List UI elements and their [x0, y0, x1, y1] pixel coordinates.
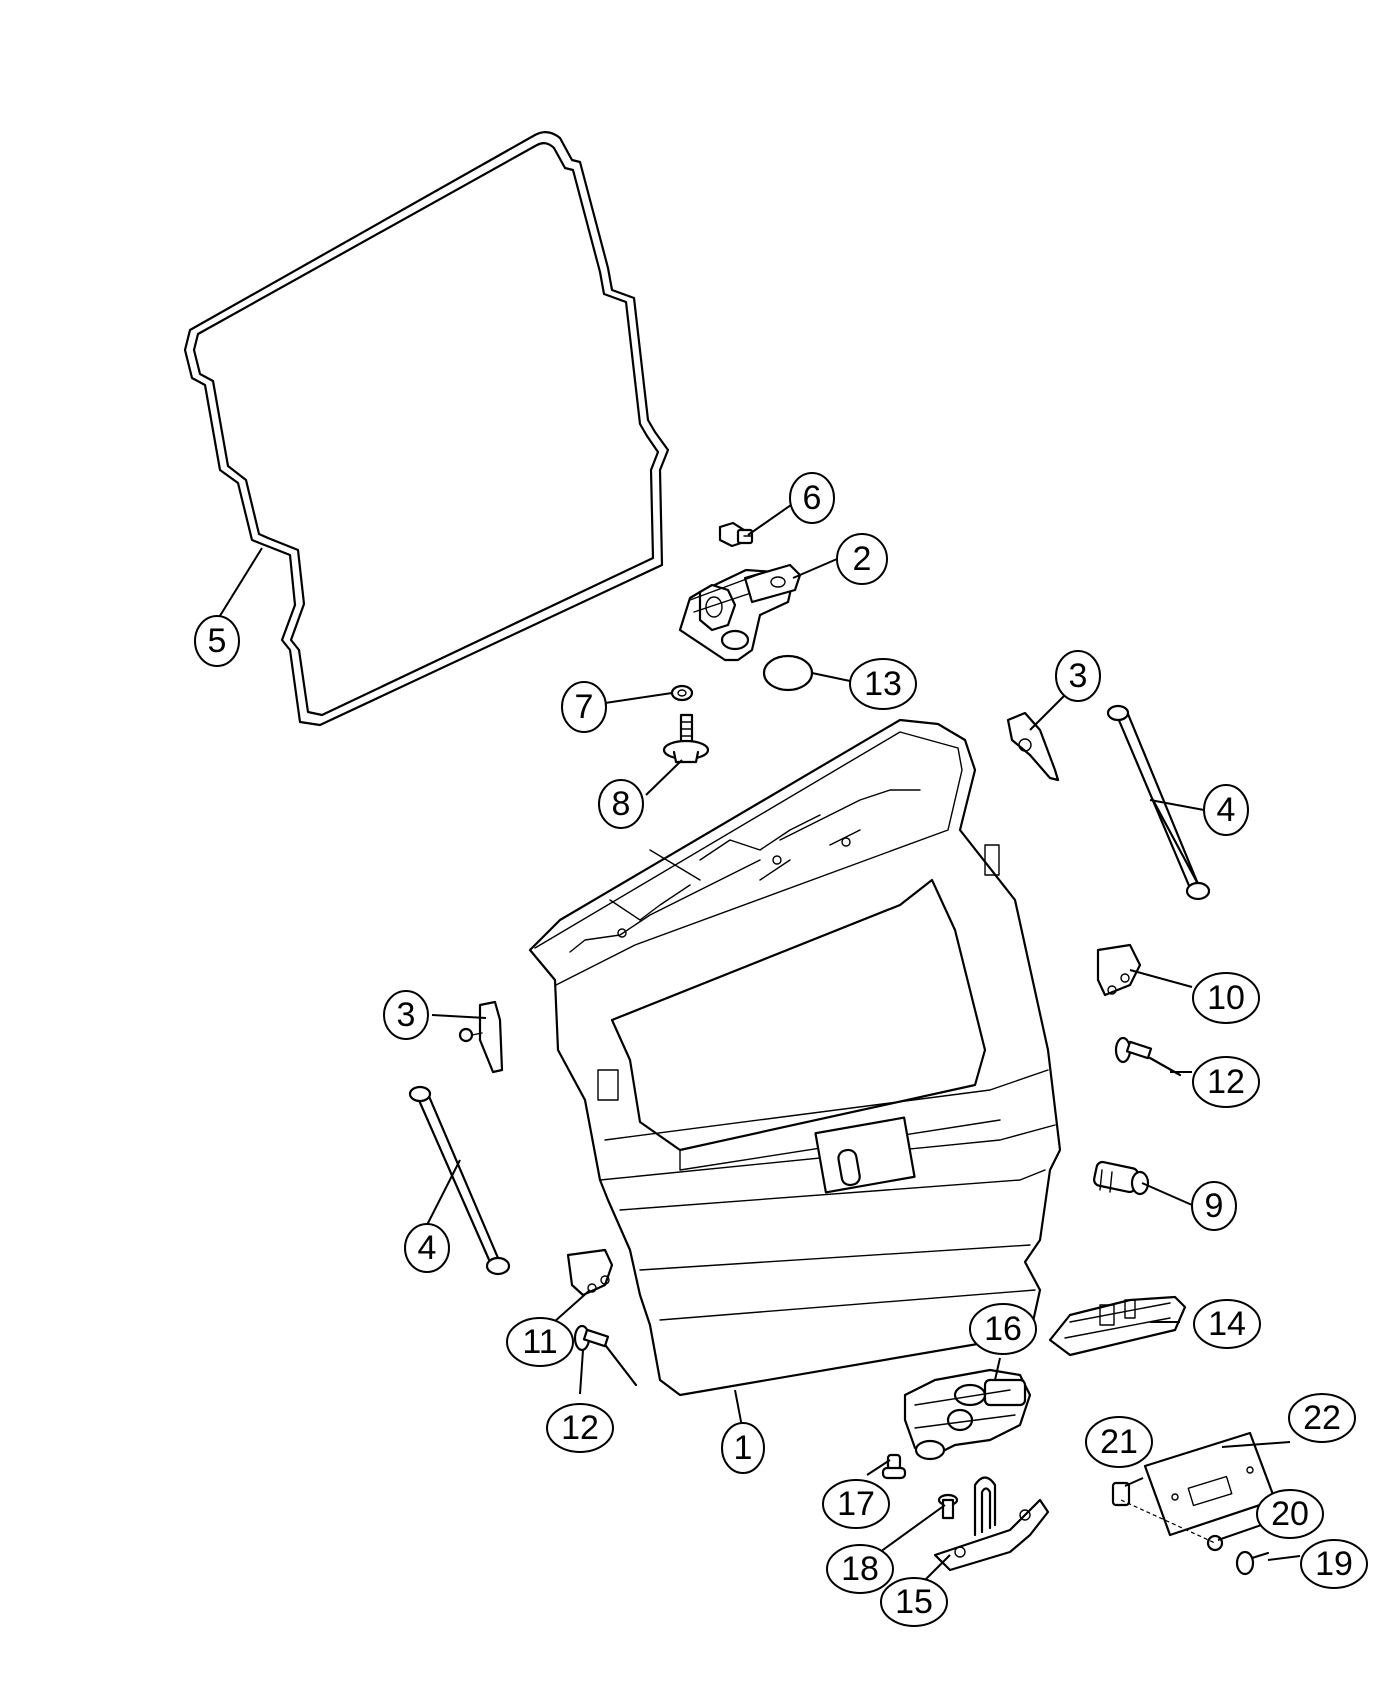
callout-label: 3	[1069, 657, 1088, 695]
striker-bolt	[937, 1493, 959, 1520]
callout-label: 18	[841, 1550, 879, 1588]
liftgate-gas-strut-right	[1106, 704, 1211, 901]
callout-label: 2	[853, 540, 872, 578]
callout-15: 15	[880, 1577, 948, 1627]
callout-label: 13	[864, 665, 902, 703]
leader-lines	[217, 497, 1301, 1586]
callout-4-right: 4	[1203, 784, 1249, 836]
liftgate-ajar-switch	[1092, 1160, 1150, 1196]
callout-17: 17	[822, 1479, 890, 1529]
washer	[670, 684, 694, 702]
callout-label: 11	[522, 1323, 557, 1361]
callout-label: 5	[208, 622, 227, 660]
callout-3-left: 3	[383, 990, 429, 1040]
callout-label: 14	[1208, 1305, 1246, 1343]
callout-18: 18	[826, 1544, 894, 1594]
callout-label: 9	[1205, 1187, 1224, 1225]
latch-screw	[881, 1453, 907, 1480]
liftgate-latch	[903, 1368, 1032, 1461]
callout-10: 10	[1192, 972, 1260, 1024]
callout-label: 8	[612, 785, 631, 823]
callout-7: 7	[561, 681, 607, 733]
access-hole-plug	[762, 654, 814, 692]
callout-21: 21	[1085, 1416, 1153, 1468]
license-plate-bracket	[1143, 1431, 1277, 1537]
hinge-bolt	[718, 521, 754, 548]
callout-label: 16	[984, 1310, 1022, 1348]
callout-label: 1	[734, 1429, 753, 1467]
callout-4-left: 4	[404, 1223, 450, 1273]
callout-6: 6	[789, 472, 835, 524]
callout-8: 8	[598, 779, 644, 829]
callout-label: 12	[561, 1409, 599, 1447]
assembly-line	[1120, 1499, 1216, 1544]
callout-12-left: 12	[546, 1403, 614, 1453]
bolt-with-washer	[662, 713, 710, 764]
liftgate-bumper-right	[1096, 943, 1142, 997]
callout-label: 3	[397, 996, 416, 1034]
callout-14: 14	[1193, 1299, 1261, 1349]
callout-label: 20	[1271, 1495, 1309, 1533]
callout-label: 4	[418, 1229, 437, 1267]
callout-2: 2	[836, 533, 888, 585]
callout-5: 5	[194, 615, 240, 667]
weatherstrip-seal	[183, 131, 670, 727]
callout-11: 11	[506, 1317, 574, 1367]
callout-12-right: 12	[1192, 1056, 1260, 1108]
callout-label: 21	[1100, 1423, 1138, 1461]
bumper-pin-left	[573, 1324, 638, 1387]
callout-label: 7	[575, 688, 594, 726]
callout-16: 16	[969, 1303, 1037, 1355]
liftgate-hinge	[678, 563, 802, 662]
liftgate-striker	[933, 1476, 1050, 1572]
liftgate-gas-strut-left	[408, 1085, 511, 1276]
callout-19: 19	[1300, 1539, 1368, 1589]
callout-label: 4	[1217, 791, 1236, 829]
bracket-clip	[1111, 1481, 1131, 1507]
liftgate-release-handle	[1048, 1295, 1187, 1357]
liftgate-bumper-bracket-lower	[458, 1000, 504, 1074]
callout-20: 20	[1256, 1489, 1324, 1539]
callout-label: 22	[1303, 1399, 1341, 1437]
callout-13: 13	[849, 658, 917, 710]
callout-22: 22	[1288, 1393, 1356, 1443]
bracket-screw	[1235, 1550, 1270, 1576]
callout-label: 12	[1207, 1063, 1245, 1101]
callout-label: 10	[1207, 979, 1245, 1017]
liftgate-bumper-left	[566, 1248, 614, 1297]
liftgate-panel	[528, 718, 1062, 1397]
callout-label: 17	[837, 1485, 875, 1523]
callout-3-upper: 3	[1055, 650, 1101, 702]
callout-label: 6	[803, 479, 822, 517]
callout-9: 9	[1191, 1181, 1237, 1231]
callout-label: 19	[1315, 1545, 1353, 1583]
callout-label: 15	[895, 1583, 933, 1621]
bumper-pin-right	[1114, 1036, 1182, 1077]
liftgate-bumper-bracket-upper	[1006, 711, 1060, 782]
callout-1: 1	[721, 1422, 765, 1474]
